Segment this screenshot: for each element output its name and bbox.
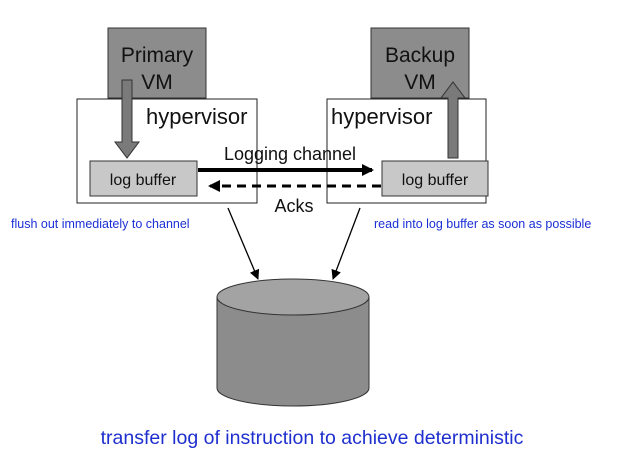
shared-disk-cylinder xyxy=(216,278,370,407)
disk-top xyxy=(216,278,370,316)
primary-to-buffer-arrow xyxy=(114,79,140,159)
backup-vm-label-line1: Backup xyxy=(385,44,455,67)
right-hypervisor-label: hypervisor xyxy=(331,104,432,129)
disk-body xyxy=(216,296,370,407)
primary-vm-label-line1: Primary xyxy=(121,44,194,67)
diagram-caption: transfer log of instruction to achieve d… xyxy=(101,427,524,449)
left-to-disk-arrow xyxy=(227,207,260,280)
right-to-disk-arrow xyxy=(331,207,361,280)
left-log-buffer-label: log buffer xyxy=(110,172,177,189)
buffer-to-backup-arrow xyxy=(440,81,466,159)
logging-channel-label: Logging channel xyxy=(224,144,356,164)
right-log-buffer xyxy=(381,160,489,197)
right-log-buffer-label: log buffer xyxy=(402,172,469,189)
backup-vm-label-line2: VM xyxy=(404,71,436,94)
left-hypervisor-label: hypervisor xyxy=(146,104,247,129)
acks-label: Acks xyxy=(274,196,313,216)
primary-vm-label-line2: VM xyxy=(141,71,173,94)
left-annotation: flush out immediately to channel xyxy=(11,217,190,231)
left-log-buffer xyxy=(89,160,198,197)
right-annotation: read into log buffer as soon as possible xyxy=(374,217,591,231)
